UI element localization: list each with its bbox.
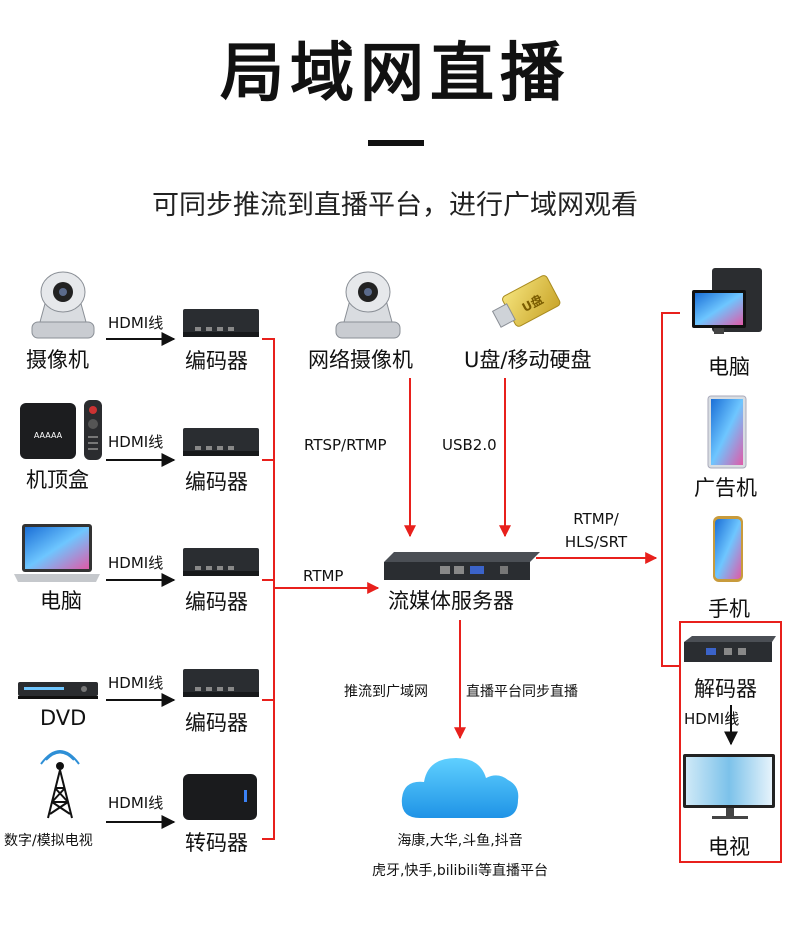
dvd-player-icon [18,682,98,699]
hdmi-link-label: HDMI线 [108,431,163,452]
laptop-icon [14,524,100,582]
output-phone-label: 手机 [708,593,750,623]
input-arrows [410,378,505,536]
hdmi-link-label: HDMI线 [108,552,163,573]
cloud-icon [402,758,518,818]
hdmi-link-label: HDMI线 [108,792,163,813]
decoder-label: 解码器 [694,673,757,703]
ip-camera-icon [336,272,400,338]
output-link-line1: RTMP/ [556,510,636,528]
output-pc-label: 电脑 [708,351,750,381]
encoder-label: 编码器 [185,466,248,496]
antenna-tower-icon [41,751,79,818]
set-top-box-icon: AAAAA [20,400,102,460]
rtmp-link-label: RTMP [303,567,343,585]
push-wan-label: 推流到广域网 [344,681,428,701]
usb-drive-label: U盘/移动硬盘 [464,344,591,374]
decoder-icon [684,636,776,662]
streaming-server-icon [384,552,540,580]
hdmi-link-label: HDMI线 [108,672,163,693]
server-label: 流媒体服务器 [388,585,514,615]
hdmi-link-label: HDMI线 [108,312,163,333]
source-dvd-label: DVD [40,706,86,730]
source-pc-label: 电脑 [40,585,82,615]
platform-sync-label: 直播平台同步直播 [466,681,578,701]
output-ad-label: 广告机 [694,472,757,502]
source-tv-signal-label: 数字/模拟电视 [4,830,93,850]
svg-text:AAAAA: AAAAA [34,431,63,440]
pc-icon [692,268,762,334]
tv-icon [683,754,775,819]
encoder-label: 编码器 [185,707,248,737]
camera-icon [32,272,94,338]
output-link-line2: HLS/SRT [556,533,636,551]
encoder-label: 编码器 [185,586,248,616]
encoder-label: 编码器 [185,345,248,375]
platforms-line1: 海康,大华,斗鱼,抖音 [330,830,590,850]
platforms-line2: 虎牙,快手,bilibili等直播平台 [310,860,610,880]
rtsp-link-label: RTSP/RTMP [304,436,387,454]
source-stb-label: 机顶盒 [26,464,89,494]
usb-drive-icon: U盘 [489,274,561,334]
encoder-icons [183,309,259,820]
source-camera-label: 摄像机 [26,344,89,374]
decoder-hdmi-label: HDMI线 [684,708,739,729]
phone-icon [713,516,743,582]
usb-link-label: USB2.0 [442,436,497,454]
output-bus-line [662,313,680,666]
hdmi-arrows [106,339,174,822]
ip-camera-label: 网络摄像机 [308,344,413,374]
output-tv-label: 电视 [708,831,750,861]
transcoder-label: 转码器 [185,827,248,857]
encoder-bus-line [262,339,378,839]
ad-display-icon [708,396,746,468]
